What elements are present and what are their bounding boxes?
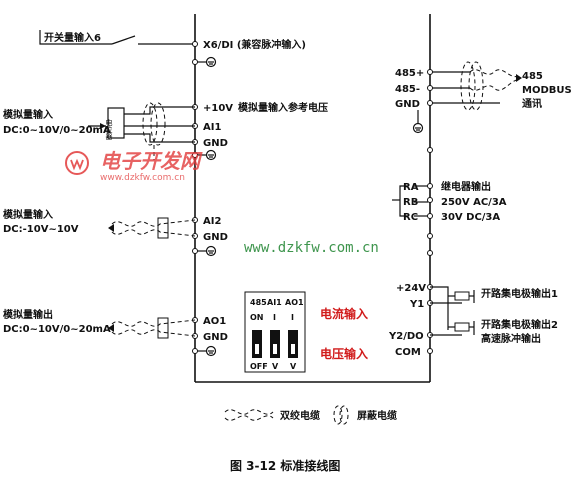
modbus-label-2: MODBUS <box>522 85 572 96</box>
terminal-y1: Y1 <box>409 299 424 310</box>
dip-ao1-voltage: V <box>290 362 297 371</box>
terminal-485-plus: 485+ <box>395 68 424 79</box>
shield-cable-marker <box>157 217 169 239</box>
potentiometer-label: 电位器 <box>105 118 113 141</box>
terminal-rb: RB <box>403 197 418 208</box>
terminal-ra: RA <box>403 182 419 193</box>
ground-symbol <box>205 245 217 257</box>
analog-output-circuit <box>108 317 217 357</box>
watermark-logo-text: 电子开发网 <box>100 149 203 173</box>
shield-cable-marker <box>460 61 476 111</box>
analog-output-title: 模拟量输出 <box>3 308 53 321</box>
modbus-label-1: 485 <box>522 71 543 82</box>
open-collector-circuit <box>427 284 475 354</box>
dip-off-label: OFF <box>250 362 268 371</box>
analog-input-2-circuit <box>108 217 217 257</box>
relay-coil-2 <box>454 322 470 332</box>
terminal-com: COM <box>395 347 421 358</box>
right-rail-nodes <box>427 147 433 256</box>
analog-input-1-title: 模拟量输入 <box>3 108 53 121</box>
terminal-ai2: AI2 <box>203 216 221 227</box>
analog-input-2-title: 模拟量输入 <box>3 208 53 221</box>
relay-coil-1 <box>454 291 470 301</box>
terminal-ao1: AO1 <box>203 316 226 327</box>
terminal-plus10v-desc: 模拟量输入参考电压 <box>238 101 328 114</box>
voltage-input-label: 电压输入 <box>320 346 368 361</box>
legend-shielded-cable-label: 屏蔽电缆 <box>356 409 397 422</box>
relay-circuit <box>392 183 433 219</box>
dip-on-label: ON <box>250 313 264 322</box>
dip-ao1-current: I <box>291 313 294 322</box>
watermark-url-small: www.dzkfw.com.cn <box>100 173 185 183</box>
shield-cable-marker <box>157 317 169 339</box>
pulse-output-label: 高速脉冲输出 <box>481 332 541 345</box>
dip-header-485: 485 <box>250 298 267 307</box>
dip-ai1-current: I <box>273 313 276 322</box>
dip-header-ao1: AO1 <box>285 298 304 307</box>
terminal-plus24v: +24V <box>396 283 426 294</box>
analog-input-1-range: DC:0~10V/0~20mA <box>3 125 111 136</box>
ground-symbol <box>205 149 217 161</box>
potentiometer-box <box>107 107 125 139</box>
figure-caption: 图 3-12 标准接线图 <box>230 458 340 473</box>
switch-input-circuit <box>39 30 217 68</box>
terminal-x6: X6/DI (兼容脉冲输入) <box>203 38 306 51</box>
legend-twisted-pair-symbol <box>224 409 274 421</box>
shield-cable-marker <box>142 102 158 146</box>
terminal-gnd-1: GND <box>203 138 228 149</box>
relay-label-2: 250V AC/3A <box>441 197 507 208</box>
analog-output-range: DC:0~10V/0~20mA <box>3 324 111 335</box>
ground-symbol <box>205 56 217 68</box>
current-input-label: 电流输入 <box>320 306 368 321</box>
dip-header-ai1: AI1 <box>267 298 282 307</box>
dip-switch-block <box>244 291 306 373</box>
terminal-ai1: AI1 <box>203 122 221 133</box>
terminal-plus10v: +10V <box>203 103 233 114</box>
analog-input-2-range: DC:-10V~10V <box>3 224 79 235</box>
terminal-y2do: Y2/DO <box>388 331 424 342</box>
analog-input-1-circuit <box>88 102 217 161</box>
open-collector-1-label: 开路集电极输出1 <box>481 287 558 300</box>
relay-label-3: 30V DC/3A <box>441 212 500 223</box>
terminal-gnd-485: GND <box>395 99 420 110</box>
switch-input-label: 开关量输入6 <box>44 31 101 44</box>
modbus-label-3: 通讯 <box>522 97 542 110</box>
dip-ai1-voltage: V <box>272 362 279 371</box>
ground-symbol <box>205 345 217 357</box>
legend-shielded-cable-symbol <box>333 405 349 425</box>
terminal-gnd-2: GND <box>203 232 228 243</box>
relay-label-1: 继电器输出 <box>441 180 491 193</box>
rs485-circuit <box>412 61 522 134</box>
watermark-logo <box>65 151 89 175</box>
open-collector-2-label: 开路集电极输出2 <box>481 318 558 331</box>
legend-twisted-pair-label: 双绞电缆 <box>280 409 320 422</box>
terminal-485-minus: 485- <box>395 84 420 95</box>
ground-symbol <box>412 122 424 134</box>
watermark-url: www.dzkfw.com.cn <box>244 240 379 256</box>
terminal-gnd-3: GND <box>203 332 228 343</box>
terminal-rc: RC <box>403 212 418 223</box>
